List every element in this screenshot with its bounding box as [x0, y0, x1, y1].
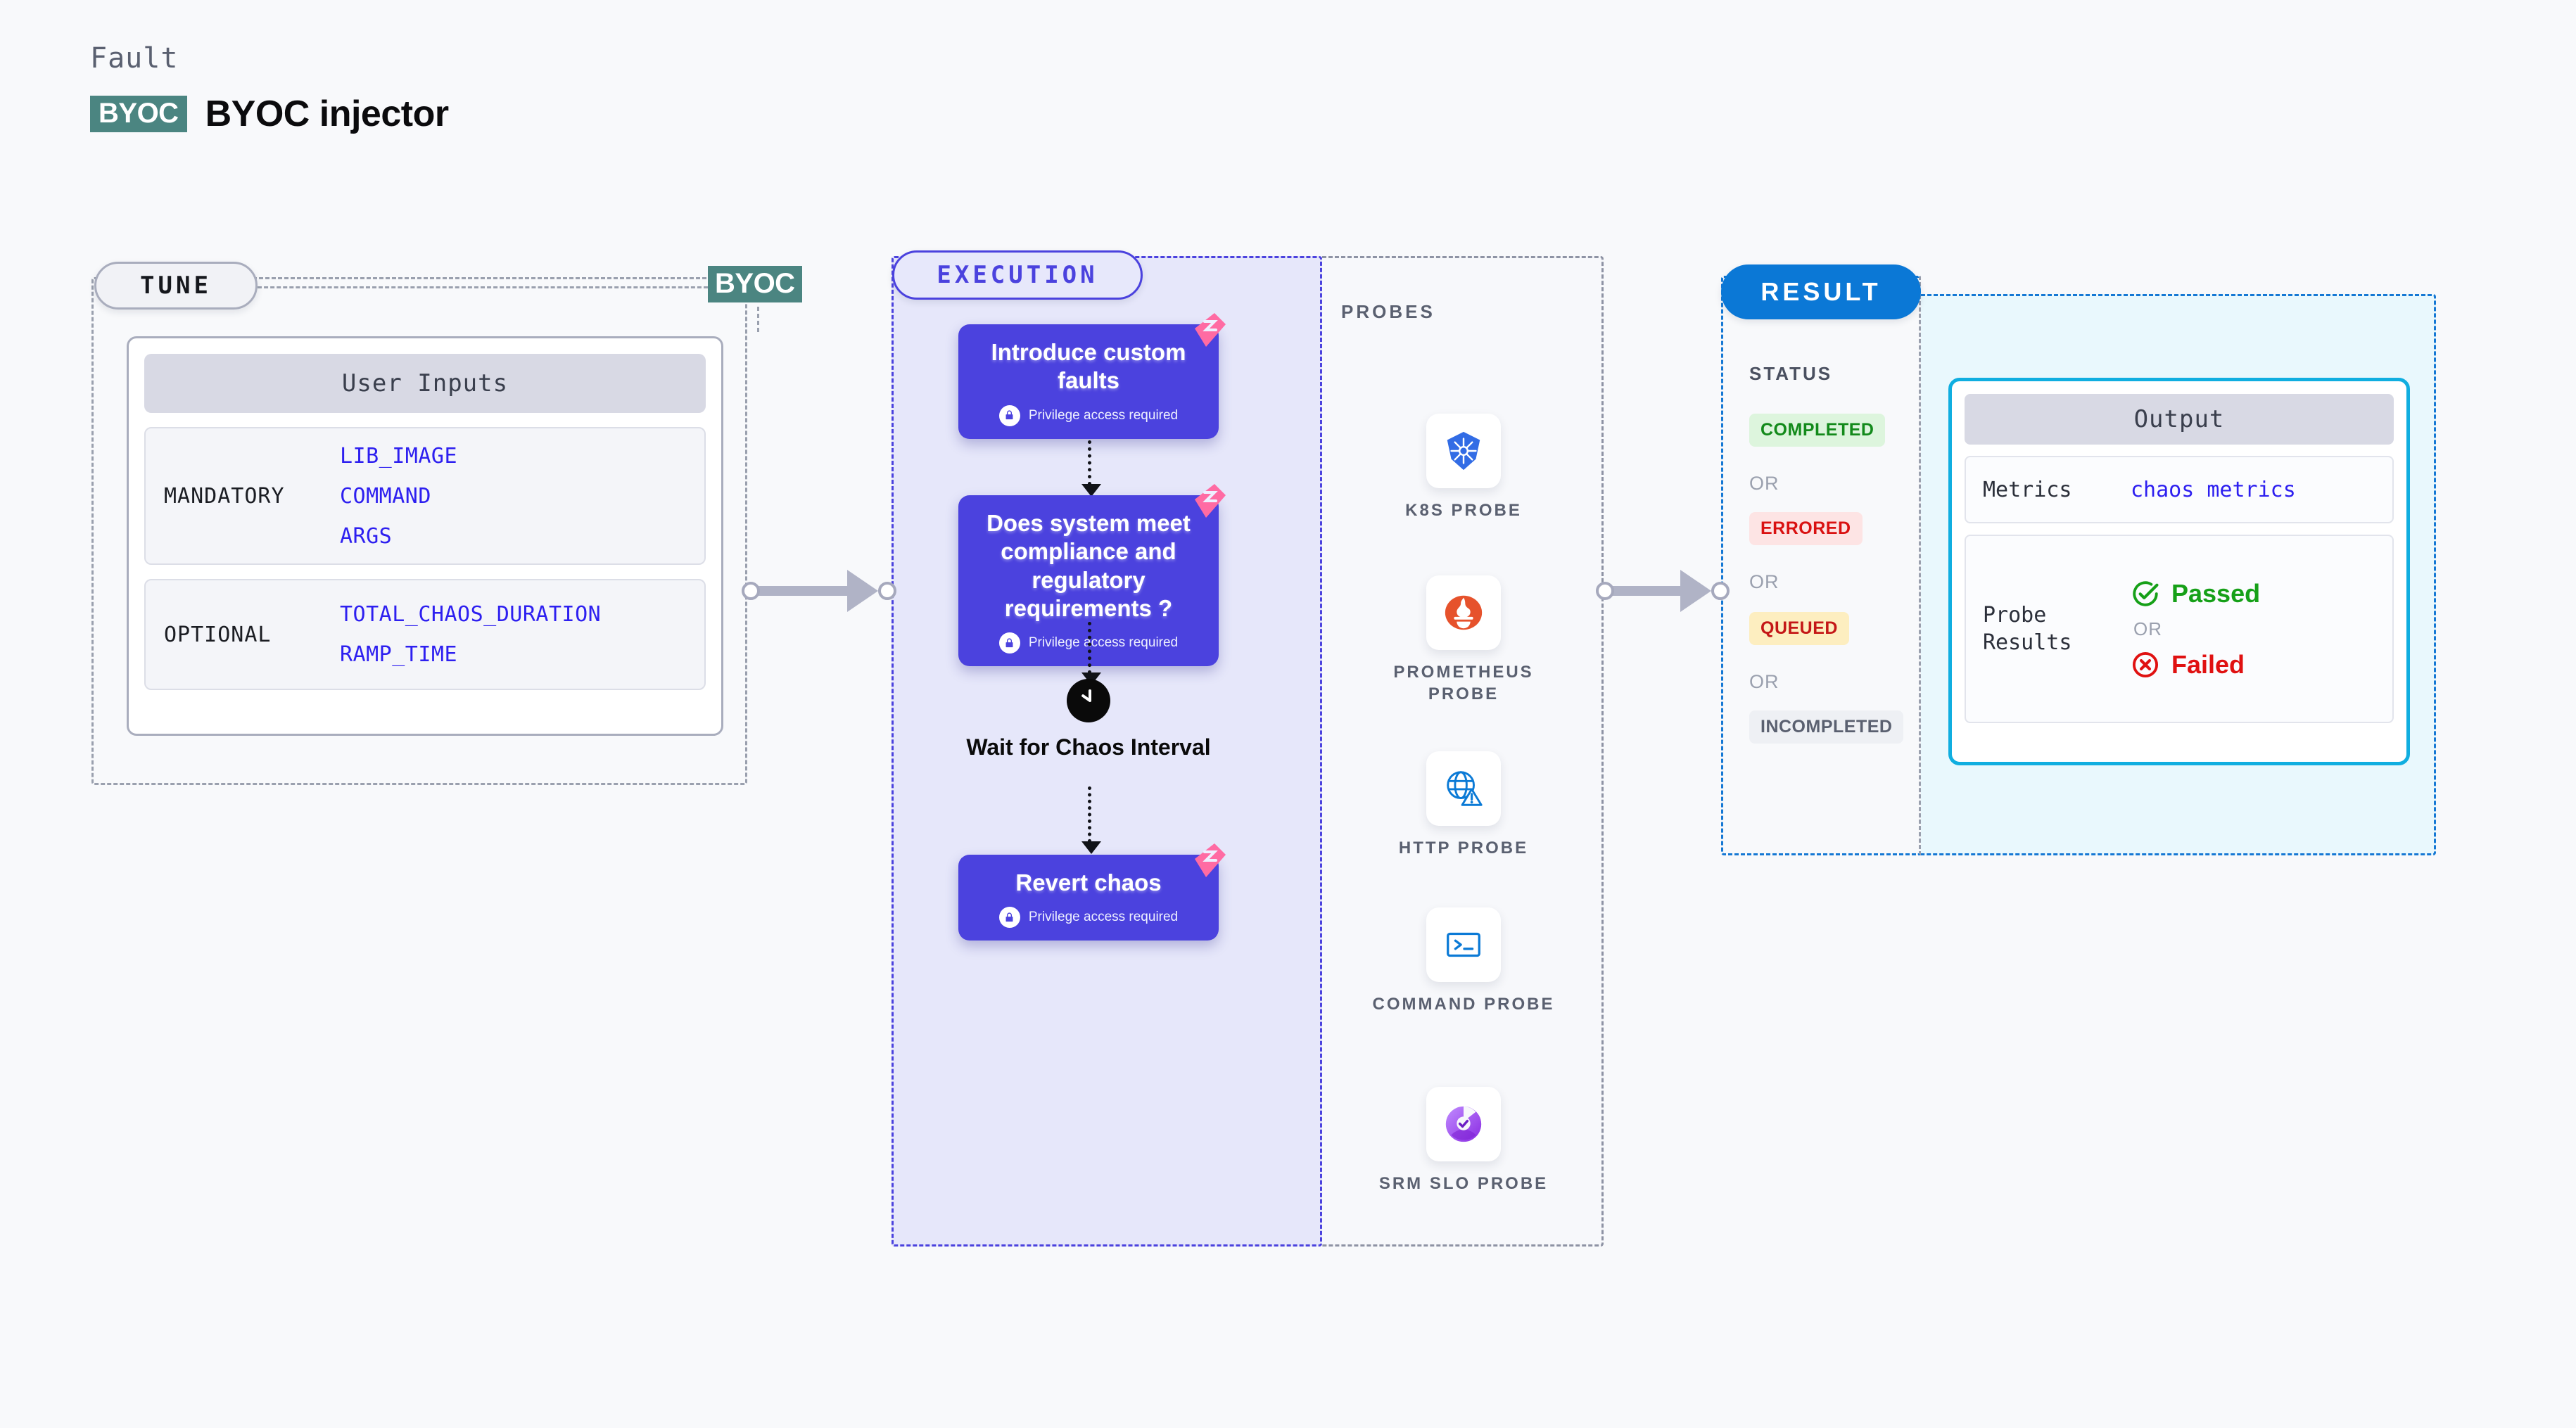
tune-section-container — [91, 277, 747, 785]
byoc-connector-badge: BYOC — [708, 266, 802, 302]
param-ramp-time[interactable]: RAMP_TIME — [340, 642, 458, 667]
optional-param-group: OPTIONAL TOTAL_CHAOS_DURATION RAMP_TIME — [144, 579, 706, 690]
status-or-3: OR — [1749, 671, 1779, 692]
probe-results-values: Passed OR Failed — [2131, 579, 2260, 680]
user-inputs-header: User Inputs — [144, 354, 706, 413]
connector-arrowhead-icon — [847, 570, 878, 612]
param-args[interactable]: ARGS — [340, 523, 393, 549]
srm-slo-donut-icon — [1426, 1087, 1501, 1161]
status-or-1: OR — [1749, 473, 1779, 494]
probe-label: K8S PROBE — [1405, 501, 1522, 520]
kubernetes-icon — [1426, 414, 1501, 488]
title-row: BYOC BYOC injector — [90, 93, 449, 135]
mandatory-label: MANDATORY — [164, 483, 285, 509]
connector-shaft — [1613, 586, 1683, 596]
lock-icon — [998, 404, 1020, 426]
tune-to-execution-arrow — [742, 570, 896, 612]
byoc-dashed-stub — [757, 307, 759, 332]
privilege-row: Privilege access required — [971, 907, 1206, 929]
privilege-text: Privilege access required — [1028, 407, 1179, 423]
param-total-chaos-duration[interactable]: TOTAL_CHAOS_DURATION — [340, 602, 602, 627]
status-badge-errored: ERRORED — [1749, 512, 1863, 545]
exec-node-title: Wait for Chaos Interval — [966, 734, 1211, 760]
metrics-key: Metrics — [1983, 477, 2072, 502]
probes-title: PROBES — [1341, 301, 1435, 322]
probe-results-key: Probe Results — [1983, 603, 2072, 655]
mandatory-param-group: MANDATORY LIB_IMAGE COMMAND ARGS — [144, 427, 706, 565]
status-badge-incompleted: INCOMPLETED — [1749, 710, 1904, 744]
status-badge-completed: COMPLETED — [1749, 414, 1886, 447]
probe-label: PROMETHEUS PROBE — [1393, 663, 1534, 704]
param-lib-image[interactable]: LIB_IMAGE — [340, 443, 458, 468]
flow-connector-3 — [1081, 786, 1101, 854]
status-or-2: OR — [1749, 571, 1779, 592]
probe-result-or: OR — [2133, 618, 2162, 639]
check-circle-icon — [2133, 580, 2159, 606]
page-header: Fault BYOC BYOC injector — [90, 42, 449, 135]
probe-item-srm-slo[interactable]: SRM SLO PROBE — [1358, 1087, 1569, 1194]
terminal-icon — [1426, 907, 1501, 982]
execution-to-result-arrow — [1596, 570, 1730, 612]
lock-icon — [998, 907, 1020, 929]
exec-node-revert-chaos[interactable]: Revert chaos Privilege access required — [958, 843, 1226, 941]
probe-label: COMMAND PROBE — [1372, 995, 1555, 1014]
byoc-badge: BYOC — [90, 96, 187, 132]
connector-end-dot — [878, 582, 896, 600]
passed-label: Passed — [2171, 578, 2261, 608]
optional-label: OPTIONAL — [164, 622, 272, 647]
flow-connector-2 — [1081, 622, 1101, 685]
connector-shaft — [759, 586, 850, 596]
fault-eyebrow: Fault — [90, 42, 179, 75]
connector-arrowhead-icon — [1680, 570, 1711, 612]
privilege-text: Privilege access required — [1028, 910, 1179, 925]
exec-node-title: Introduce custom faults — [991, 339, 1186, 394]
probe-label: SRM SLO PROBE — [1378, 1174, 1549, 1193]
page-title: BYOC injector — [205, 94, 450, 134]
connector-start-dot — [742, 582, 760, 600]
privilege-row: Privilege access required — [971, 404, 1206, 426]
privilege-row: Privilege access required — [971, 632, 1206, 654]
exec-node-wait-for-chaos-interval[interactable]: Wait for Chaos Interval — [958, 679, 1219, 761]
execution-pill-label: EXECUTION — [892, 250, 1143, 300]
privilege-text: Privilege access required — [1028, 635, 1179, 650]
http-globe-warning-icon — [1426, 751, 1501, 826]
exec-node-title: Revert chaos — [1015, 869, 1162, 895]
lock-icon — [998, 632, 1020, 654]
result-pill-label: RESULT — [1721, 264, 1921, 319]
x-circle-icon — [2132, 651, 2159, 677]
clock-icon — [1067, 679, 1110, 722]
prometheus-icon — [1426, 575, 1501, 650]
status-badge-queued: QUEUED — [1749, 612, 1849, 645]
optional-values: TOTAL_CHAOS_DURATION RAMP_TIME — [340, 602, 601, 667]
status-title: STATUS — [1749, 363, 1833, 384]
probe-item-http[interactable]: HTTP PROBE — [1358, 751, 1569, 859]
probe-result-failed: Failed — [2131, 650, 2260, 680]
output-probe-results-row: Probe Results Passed OR Failed — [1965, 535, 2394, 723]
connector-end-dot — [1711, 582, 1730, 600]
probe-label: HTTP PROBE — [1398, 839, 1529, 858]
probe-item-k8s[interactable]: K8S PROBE — [1358, 414, 1569, 521]
probe-item-prometheus[interactable]: PROMETHEUS PROBE — [1358, 575, 1569, 705]
probe-item-command[interactable]: COMMAND PROBE — [1358, 907, 1569, 1015]
output-card: Output Metrics chaos metrics Probe Resul… — [1948, 378, 2410, 765]
tune-to-byoc-dashed-line — [258, 286, 708, 288]
connector-start-dot — [1596, 582, 1614, 600]
exec-node-introduce-custom-faults[interactable]: Introduce custom faults Privilege access… — [958, 313, 1226, 439]
probe-result-passed: Passed — [2131, 579, 2260, 608]
metrics-value-link[interactable]: chaos metrics — [2131, 477, 2296, 502]
result-status-container — [1721, 276, 1921, 855]
param-command[interactable]: COMMAND — [340, 483, 431, 509]
flow-connector-1 — [1081, 440, 1101, 497]
mandatory-values: LIB_IMAGE COMMAND ARGS — [340, 444, 457, 549]
tune-pill-label: TUNE — [94, 262, 258, 310]
failed-label: Failed — [2171, 649, 2245, 679]
output-header: Output — [1965, 394, 2394, 445]
output-metrics-row: Metrics chaos metrics — [1965, 456, 2394, 523]
exec-node-title: Does system meet compliance and regulato… — [986, 510, 1191, 621]
user-inputs-card: User Inputs MANDATORY LIB_IMAGE COMMAND … — [127, 336, 723, 736]
